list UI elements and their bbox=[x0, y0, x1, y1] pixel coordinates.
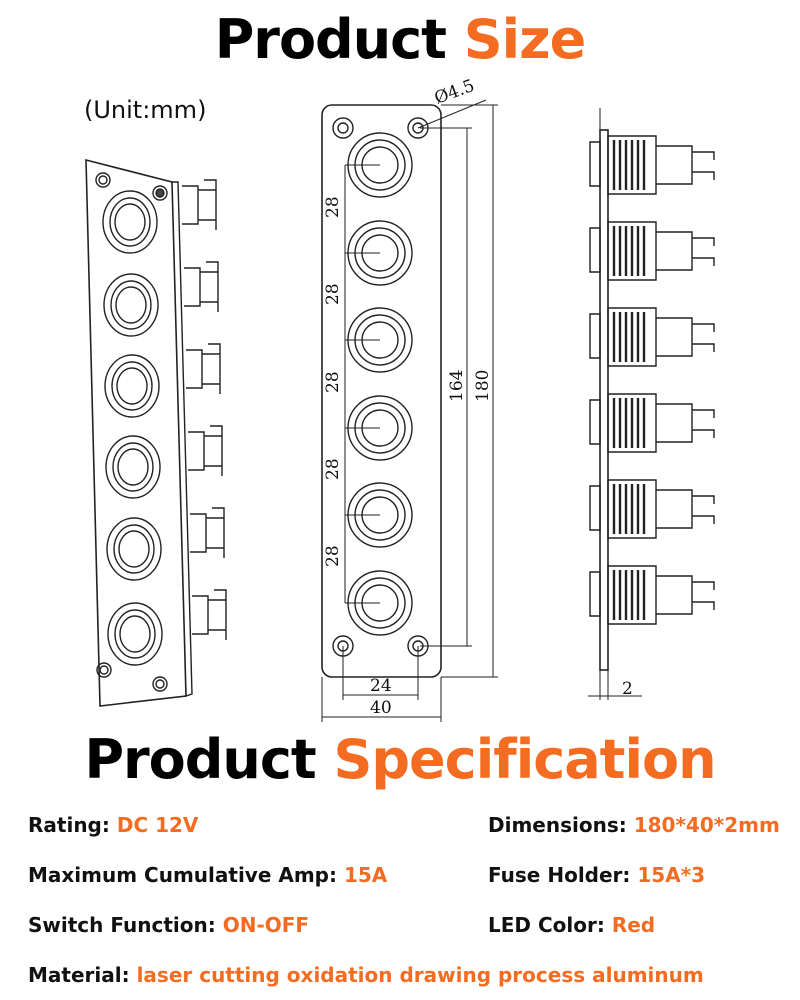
product-specification-title: Product Specification bbox=[0, 728, 800, 791]
hole-diameter-label: Ø4.5 bbox=[432, 76, 477, 109]
spec-dimensions-value: 180*40*2mm bbox=[633, 813, 780, 837]
pitch-label-4: 28 bbox=[323, 458, 343, 480]
spec-switch-function-value: ON-OFF bbox=[222, 913, 310, 937]
spec-max-amp: Maximum Cumulative Amp: 15A bbox=[28, 863, 387, 887]
pitch-label-1: 28 bbox=[323, 196, 343, 218]
spec-material-value: laser cutting oxidation drawing process … bbox=[136, 963, 704, 987]
total-width-label: 40 bbox=[370, 698, 392, 718]
pitch-label-5: 28 bbox=[323, 545, 343, 567]
technical-drawing: Ø4.5 28 28 28 28 28 164 180 24 40 2 bbox=[85, 76, 715, 722]
side-switch-bodies bbox=[589, 135, 715, 625]
pitch-label-2: 28 bbox=[323, 283, 343, 305]
product-specification-title-part2: Specification bbox=[333, 728, 717, 791]
spec-max-amp-value: 15A bbox=[343, 863, 388, 887]
spec-rating: Rating: DC 12V bbox=[28, 813, 198, 837]
product-size-title-part2: Size bbox=[463, 8, 586, 71]
spec-max-amp-label: Maximum Cumulative Amp: bbox=[28, 863, 337, 887]
spec-fuse-holder: Fuse Holder: 15A*3 bbox=[488, 863, 705, 887]
front-buttons bbox=[347, 132, 413, 636]
spec-fuse-holder-label: Fuse Holder: bbox=[488, 863, 631, 887]
spec-rating-label: Rating: bbox=[28, 813, 110, 837]
spec-dimensions-label: Dimensions: bbox=[488, 813, 627, 837]
side-view: 2 bbox=[588, 108, 715, 700]
pitch-label-3: 28 bbox=[323, 371, 343, 393]
spec-led-color-label: LED Color: bbox=[488, 913, 605, 937]
spec-dimensions: Dimensions: 180*40*2mm bbox=[488, 813, 780, 837]
hole-span-vertical-label: 164 bbox=[447, 370, 467, 402]
side-thread-hatching bbox=[612, 140, 646, 620]
spec-switch-function-label: Switch Function: bbox=[28, 913, 216, 937]
spec-material-label: Material: bbox=[28, 963, 130, 987]
product-specification-title-part1: Product bbox=[84, 728, 316, 791]
perspective-buttons bbox=[102, 190, 163, 666]
perspective-view bbox=[85, 158, 227, 707]
unit-label: (Unit:mm) bbox=[84, 96, 207, 124]
spec-led-color-value: Red bbox=[611, 913, 656, 937]
spec-led-color: LED Color: Red bbox=[488, 913, 655, 937]
product-size-title-part1: Product bbox=[214, 8, 447, 71]
product-size-title: Product Size bbox=[0, 8, 800, 71]
spec-material: Material: laser cutting oxidation drawin… bbox=[28, 963, 704, 987]
perspective-terminals bbox=[182, 179, 227, 640]
spec-fuse-holder-value: 15A*3 bbox=[637, 863, 706, 887]
thickness-label: 2 bbox=[622, 679, 633, 699]
spec-rating-value: DC 12V bbox=[116, 813, 199, 837]
spec-switch-function: Switch Function: ON-OFF bbox=[28, 913, 309, 937]
total-height-label: 180 bbox=[473, 370, 493, 402]
hole-span-horizontal-label: 24 bbox=[370, 676, 392, 696]
front-view: Ø4.5 28 28 28 28 28 164 180 24 40 bbox=[321, 76, 498, 722]
